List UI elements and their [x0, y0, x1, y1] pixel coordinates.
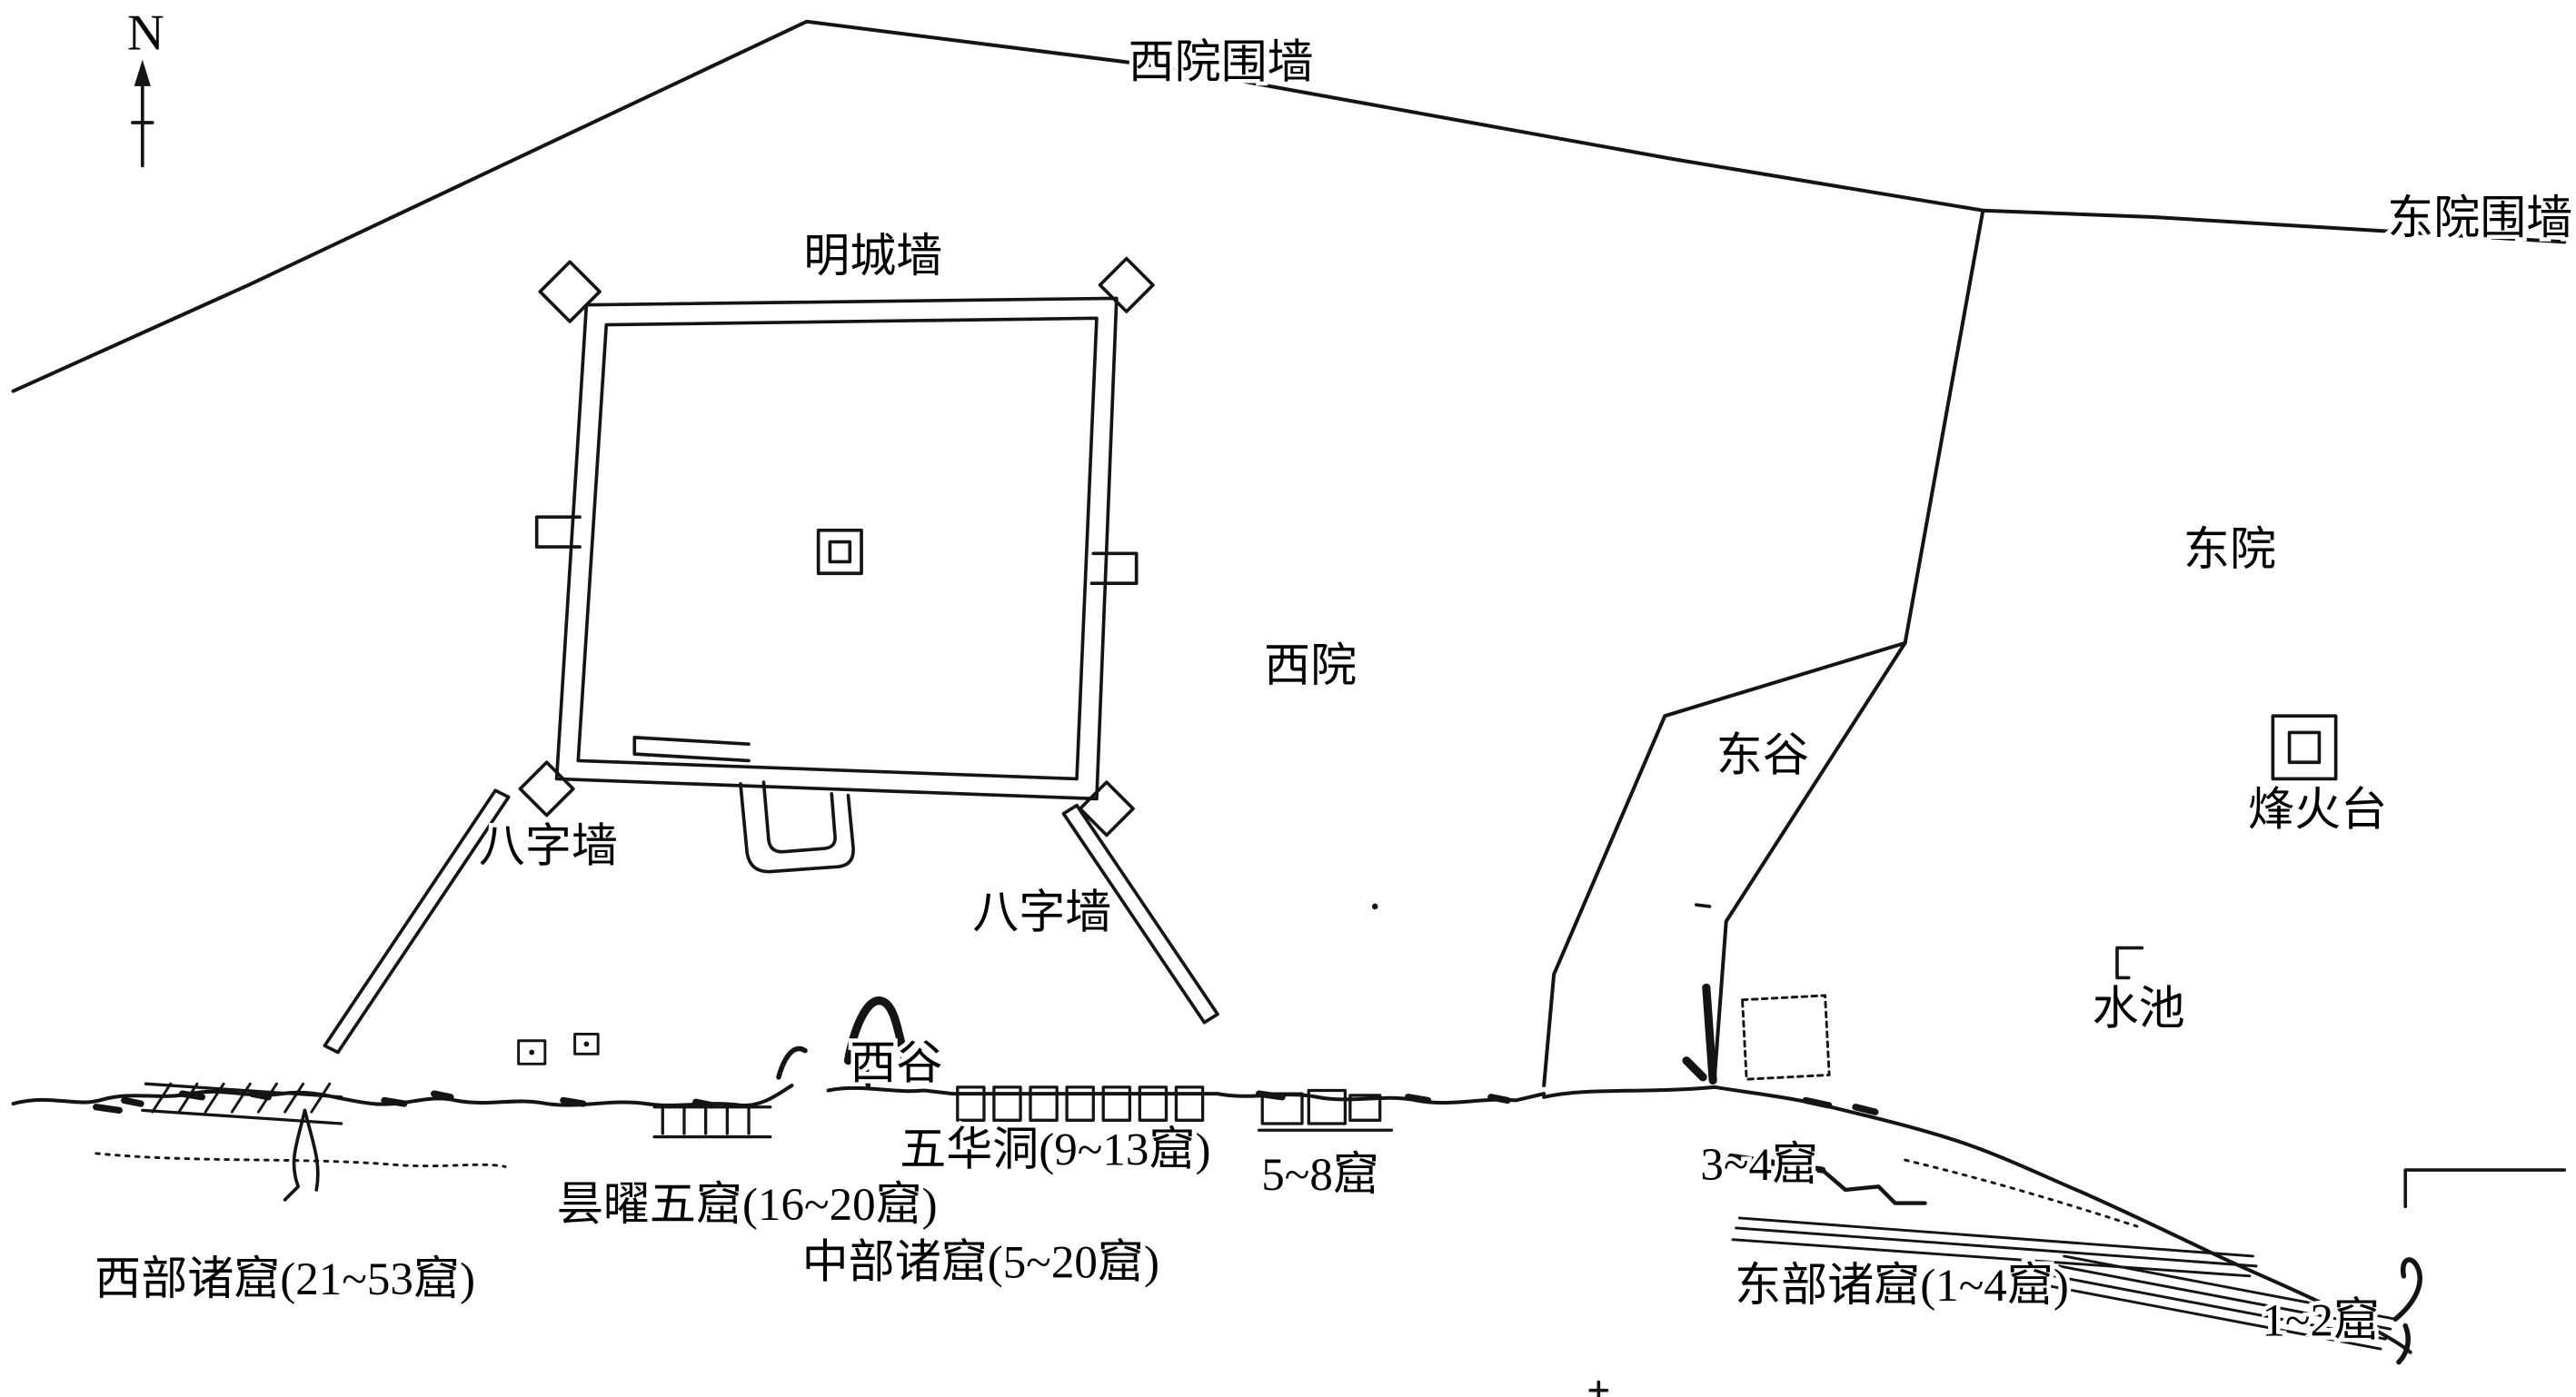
label-eastern-caves: 东部诸窟(1~4窟): [1735, 1260, 2069, 1312]
splay-wall-east-line: [1061, 803, 1219, 1025]
cliff-line-west: [11, 1083, 794, 1107]
fort-west-stub: [534, 515, 582, 549]
label-caves-1-2: 1~2窟: [2262, 1294, 2380, 1346]
perimeter-walls: [11, 19, 2567, 1088]
caves-3-4-marks: [1727, 1153, 1826, 1174]
dotted-texture-west: [94, 1152, 507, 1168]
fort-center-mark-outer: [816, 528, 863, 576]
north-label: N: [127, 5, 164, 62]
cliff-line-east: [1542, 1085, 2412, 1354]
label-beacon-tower: 烽火台: [2248, 785, 2387, 837]
fort-bastion-bottom-left: [518, 760, 575, 817]
splay-walls: [323, 788, 1219, 1055]
east-valley-west-edge: [1542, 640, 1907, 1088]
cliff-band: [11, 903, 2567, 1397]
small-cross-mark: [1588, 1380, 1609, 1397]
caves-1-2-band: [2047, 1254, 2397, 1351]
fort-gate-inner: [761, 780, 837, 854]
north-arrow: [131, 59, 154, 168]
label-wuhua-caves: 五华洞(9~13窟): [900, 1125, 1210, 1176]
west-valley-squiggle-2: [776, 1045, 871, 1088]
fort-center-mark-inner: [828, 540, 852, 564]
fort-outer-wall: [554, 296, 1119, 801]
splay-wall-west-line: [323, 788, 511, 1055]
fort-bastion-top-right: [1098, 256, 1155, 313]
label-central-caves: 中部诸窟(5~20窟): [802, 1237, 1159, 1289]
cave-cells-tanyao: [652, 1105, 772, 1139]
fort-gate-outer: [739, 782, 855, 874]
label-ming-wall: 明城墙: [803, 231, 942, 282]
labels: N 西院围墙 东院围墙 明城墙 西院 东院 东谷 西谷 八字墙 八字墙 烽火台 …: [91, 1, 2576, 1351]
east-valley-east-edge: [1712, 208, 1985, 1079]
label-east-perimeter: 东院围墙: [2387, 193, 2572, 244]
west-gully: [283, 1108, 320, 1202]
label-western-caves: 西部诸窟(21~53窟): [94, 1253, 475, 1305]
right-edge-step: [2403, 1168, 2567, 1209]
ming-fort: [518, 256, 1155, 874]
label-splay-wall-west: 八字墙: [479, 821, 618, 873]
label-west-valley: 西谷: [850, 1038, 942, 1090]
label-caves-3-4: 3~4窟: [1700, 1139, 1818, 1191]
pool-mark: [2115, 946, 2144, 980]
label-west-perimeter: 西院围墙: [1129, 37, 1314, 89]
label-west-yard: 西院: [1264, 640, 1357, 692]
cave-cells-5-8: [1257, 1088, 1394, 1132]
perimeter-wall-line: [11, 19, 2567, 393]
caves-1-2-hook: [2392, 1257, 2422, 1365]
fort-bastion-bottom-right: [1078, 780, 1135, 837]
fort-east-stub: [1089, 551, 1139, 586]
west-valley-squiggle: [843, 996, 909, 1065]
stray-dot-mark: [1371, 903, 1378, 910]
beacon-tower-mark: [2271, 714, 2338, 781]
dotted-square-mark: [1741, 994, 1831, 1081]
valley-mouth-marks: [1682, 983, 1717, 1085]
label-east-yard: 东院: [2183, 524, 2276, 576]
caves-3-4-steps: [1820, 1167, 1927, 1205]
fort-screen-wall: [632, 736, 751, 763]
cliff-line-center: [826, 1085, 1547, 1105]
fort-bastion-top-left: [538, 260, 602, 323]
label-caves-5-8: 5~8窟: [1261, 1149, 1379, 1201]
east-road-lines: [1731, 1216, 2258, 1278]
hatch-strip-strokes: [151, 1082, 332, 1114]
cave-marks: [93, 1090, 1879, 1115]
hatch-strip-guides: [141, 1082, 343, 1125]
small-square-marks: [517, 1032, 600, 1065]
stray-dash-mark: [1695, 903, 1712, 908]
label-splay-wall-east: 八字墙: [972, 887, 1111, 939]
label-east-valley: 东谷: [1716, 729, 1809, 781]
north-arrow-head: [134, 59, 151, 86]
fort-inner-wall: [576, 316, 1099, 781]
label-tanyao-caves: 昙曜五窟(16~20窟): [557, 1179, 938, 1231]
dotted-texture-east: [1904, 1158, 2139, 1228]
cave-cells-wuhua: [956, 1085, 1205, 1122]
label-pool: 水池: [2093, 983, 2185, 1035]
